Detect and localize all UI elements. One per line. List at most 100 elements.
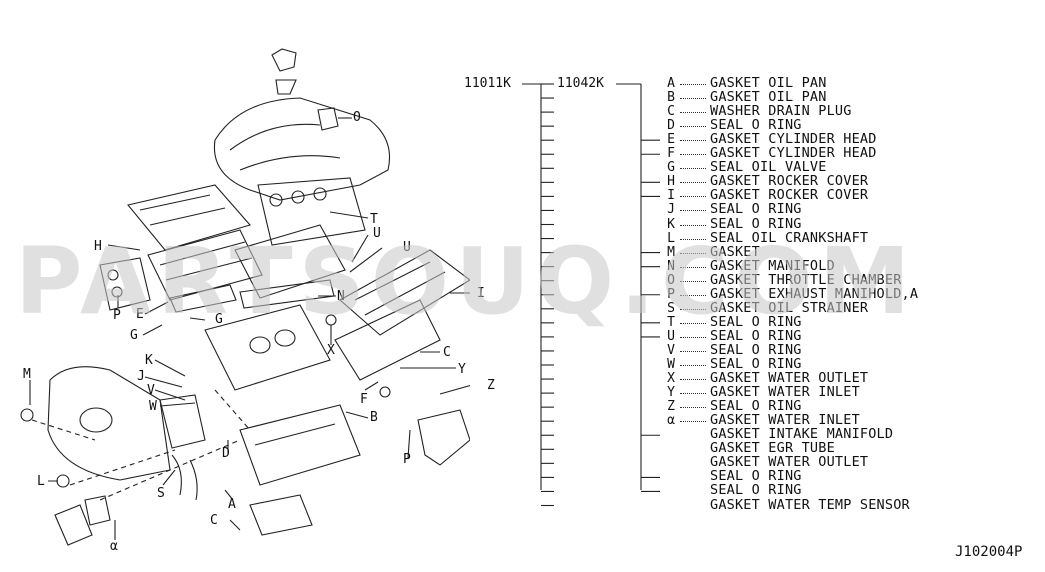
part-description: SEAL O RING — [710, 313, 802, 330]
part-code: L — [667, 230, 675, 246]
callout-C: C — [443, 345, 451, 360]
callout-V: V — [147, 383, 155, 398]
callout-E: E — [136, 307, 144, 322]
leader-dots — [680, 182, 706, 184]
callout-F: F — [360, 392, 368, 407]
leader-dots — [680, 294, 706, 296]
part-code: Y — [667, 385, 675, 401]
part-description: SEAL O RING — [710, 117, 802, 134]
part-code: E — [667, 132, 675, 148]
leader-dots — [680, 421, 706, 423]
leader-dots — [680, 154, 706, 156]
leader-dots — [680, 379, 706, 381]
part-description: GASKET EGR TUBE — [710, 440, 835, 457]
part-description: GASKET — [710, 243, 760, 260]
exploded-engine-drawing — [20, 48, 470, 546]
part-code: T — [667, 314, 675, 330]
part-description: SEAL O RING — [710, 341, 802, 358]
part-code: J — [667, 202, 675, 218]
callout-C: C — [210, 513, 218, 528]
part-description: GASKET INTAKE MANIFOLD — [710, 426, 894, 443]
part-description: WASHER DRAIN PLUG — [710, 103, 852, 120]
part-code: H — [667, 174, 675, 190]
part-description: GASKET WATER OUTLET — [710, 454, 869, 471]
callout-N: N — [337, 289, 345, 304]
callout-D: D — [222, 446, 230, 461]
part-description: SEAL O RING — [710, 215, 802, 232]
part-code: B — [667, 90, 675, 106]
leader-dots — [680, 336, 706, 338]
part-code: X — [667, 371, 675, 387]
leader-dots — [680, 168, 706, 170]
callout-H: H — [94, 239, 102, 254]
leader-dots — [680, 98, 706, 100]
callout-P: P — [403, 452, 411, 467]
part-code: α — [667, 413, 675, 429]
part-description: GASKET MANIFOLD — [710, 257, 835, 274]
part-description: GASKET OIL PAN — [710, 89, 827, 106]
part-code: A — [667, 76, 675, 91]
part-description: GASKET OIL PAN — [710, 75, 827, 91]
part-code: P — [667, 286, 675, 302]
part-description: GASKET ROCKER COVER — [710, 173, 869, 190]
leader-dots — [680, 252, 706, 254]
part-description: GASKET OIL STRAINER — [710, 299, 869, 316]
part-code: K — [667, 216, 675, 232]
part-code: D — [667, 118, 675, 134]
callout-T: T — [370, 212, 378, 227]
callout-S: S — [157, 486, 165, 501]
leader-dots — [680, 350, 706, 352]
part-code: S — [667, 300, 675, 316]
leader-dots — [680, 126, 706, 128]
part-description: GASKET EXHAUST MANIHOLD,A — [710, 285, 919, 302]
callout-Y: Y — [458, 362, 466, 377]
part-code: M — [667, 244, 675, 260]
part-code: N — [667, 258, 675, 274]
part-code: V — [667, 342, 675, 358]
part-code: G — [667, 160, 675, 176]
part-description: SEAL O RING — [710, 356, 802, 372]
leader-dots — [680, 210, 706, 212]
callout-I: I — [477, 286, 485, 301]
leader-dots — [680, 322, 706, 324]
leader-dots — [680, 308, 706, 310]
figure-id: J102004P — [955, 544, 1023, 560]
part-code: C — [667, 104, 675, 120]
part-description: SEAL O RING — [710, 201, 802, 218]
callout-K: K — [145, 353, 153, 368]
part-description: SEAL OIL CRANKSHAFT — [710, 229, 869, 246]
part-code: I — [667, 188, 675, 204]
callout-Z: Z — [487, 378, 495, 393]
callout-L: L — [37, 474, 45, 489]
parent-part-code: 11011K — [464, 76, 511, 91]
leader-dots — [680, 196, 706, 198]
part-description: GASKET WATER INLET — [710, 384, 860, 401]
leader-dots — [680, 84, 706, 85]
callout-J: J — [137, 369, 145, 384]
part-code: U — [667, 328, 675, 344]
callout-U: U — [373, 226, 381, 241]
leader-dots — [680, 266, 706, 268]
callout-A: A — [228, 497, 236, 512]
part-description: SEAL O RING — [710, 398, 802, 415]
leader-dots — [680, 393, 706, 395]
leader-dots — [680, 224, 706, 226]
callout-U: U — [403, 240, 411, 255]
part-description: GASKET WATER OUTLET — [710, 370, 869, 387]
leader-dots — [680, 112, 706, 114]
leader-dots — [680, 365, 706, 366]
callout-X: X — [327, 343, 335, 358]
callout-G: G — [215, 312, 223, 327]
leader-dots — [680, 407, 706, 409]
leader-dots — [680, 280, 706, 282]
part-code: O — [667, 272, 675, 288]
part-code: W — [667, 357, 675, 372]
part-description: GASKET CYLINDER HEAD — [710, 131, 877, 148]
leader-dots — [680, 238, 706, 240]
part-code: F — [667, 146, 675, 162]
child-part-code: 11042K — [557, 76, 604, 91]
callout-B: B — [370, 410, 378, 425]
part-description: GASKET WATER TEMP SENSOR — [710, 496, 910, 513]
leader-dots — [680, 140, 706, 142]
